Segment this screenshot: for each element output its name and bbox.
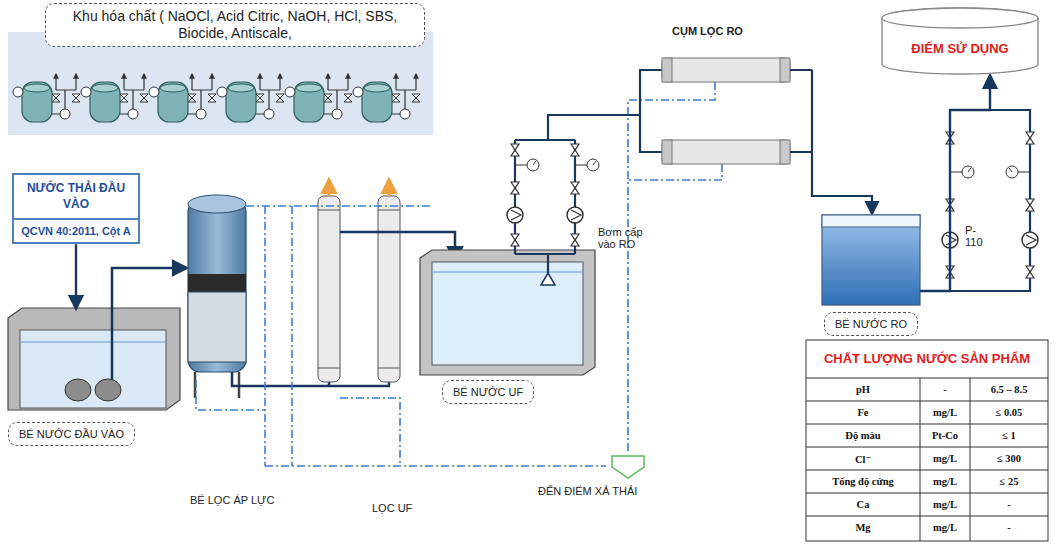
table-title: CHẤT LƯỢNG NƯỚC SẢN PHẨM	[818, 351, 1036, 367]
table-cell: Cl⁻	[807, 448, 919, 469]
table-cell: Tổng độ cứng	[807, 471, 919, 492]
influent-box: NƯỚC THẢI ĐẦU VÀOQCVN 40:2011, Cột A	[12, 173, 140, 244]
table-cell: -	[921, 379, 969, 400]
flow-line	[75, 244, 77, 308]
uf-tank: BỂ NƯỚC UF	[420, 250, 595, 375]
point-of-use: ĐIỂM SỬ DỤNG	[880, 6, 1040, 76]
unit-name: LỌC UF	[372, 502, 412, 514]
use-label: ĐIỂM SỬ DỤNG	[911, 27, 1008, 56]
chemical-area-box: Khu hóa chất ( NaOCl, Acid Citric, NaOH,…	[45, 3, 425, 47]
table-cell: ≤ 25	[971, 471, 1047, 492]
tank-label: BỂ NƯỚC UF	[442, 380, 534, 404]
equipment-tag: P- 110	[965, 224, 993, 248]
flow-line	[920, 76, 990, 291]
table-cell: 6.5 – 8.5	[971, 379, 1047, 400]
ro-tank: BỂ NƯỚC RO	[822, 215, 920, 305]
unit-name: CỤM LỌC RO	[672, 25, 743, 37]
pump-name: Bơm cấp vào RO	[598, 226, 660, 250]
table-cell: Pt-Co	[921, 425, 969, 446]
table-cell: Ca	[807, 494, 919, 515]
unit-name: BỂ LỌC ÁP LỰC	[190, 494, 274, 506]
table-cell: Mg	[807, 517, 919, 538]
table-cell: mg/L	[921, 448, 969, 469]
table-cell: mg/L	[921, 402, 969, 423]
table-cell: mg/L	[921, 517, 969, 538]
inlet-tank: BỂ NƯỚC ĐẦU VÀO	[8, 308, 180, 410]
area-title: Khu hóa chất ( NaOCl, Acid Citric, NaOH,…	[58, 8, 412, 42]
table-cell: ≤ 0.05	[971, 402, 1047, 423]
standard-note: QCVN 40:2011, Cột A	[14, 218, 138, 242]
table-cell: Fe	[807, 402, 919, 423]
discharge-label: ĐẾN ĐIỂM XẢ THẢI	[538, 485, 637, 497]
discharge-point: ĐẾN ĐIỂM XẢ THẢI	[608, 455, 648, 479]
influent-title: NƯỚC THẢI ĐẦU VÀO	[14, 175, 138, 218]
table-cell: ≤ 300	[971, 448, 1047, 469]
drain-arrow-shape	[608, 455, 648, 479]
tank-label: BỂ NƯỚC RO	[824, 312, 918, 336]
table-cell: mg/L	[921, 494, 969, 515]
table-cell: Độ màu	[807, 425, 919, 446]
quality-table-title: CHẤT LƯỢNG NƯỚC SẢN PHẨM	[806, 340, 1048, 378]
table-cell: -	[971, 517, 1047, 538]
table-cell: -	[971, 494, 1047, 515]
table-cell: pH	[807, 379, 919, 400]
table-cell: mg/L	[921, 471, 969, 492]
tank-label: BỂ NƯỚC ĐẦU VÀO	[8, 422, 135, 446]
table-cell: ≤ 1	[971, 425, 1047, 446]
